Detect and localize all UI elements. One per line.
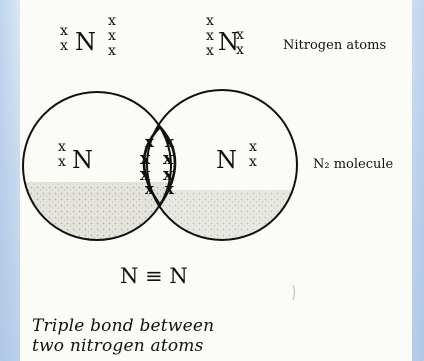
- atom-circle-left: [22, 91, 172, 241]
- shared-electron: x: [145, 180, 155, 198]
- electron: x: [108, 13, 116, 29]
- electron: x: [236, 27, 244, 43]
- shared-electron: x: [165, 133, 175, 151]
- shared-electron: x: [140, 149, 151, 169]
- shared-electron: x: [163, 149, 174, 169]
- triple-bond-formula: N ≡ N: [120, 264, 188, 288]
- shading-right: [147, 190, 297, 240]
- shared-electron: x: [145, 133, 155, 151]
- electron: x: [206, 13, 214, 29]
- electron: x: [236, 42, 244, 58]
- electron: x: [206, 28, 214, 44]
- nitrogen-atom-left: x x N x x x: [60, 13, 116, 59]
- electron: x: [206, 43, 214, 59]
- electron: x: [60, 38, 68, 54]
- atom-symbol: N: [218, 28, 239, 56]
- background-streak-left: [0, 0, 22, 361]
- atom-symbol: N: [75, 28, 96, 56]
- atom-circle-right: [146, 89, 298, 241]
- nitrogen-atom-right: x x x N x x: [206, 13, 244, 59]
- shared-electron: x: [165, 180, 175, 198]
- shared-electron: x: [140, 165, 151, 185]
- shared-electron-pairs: x x x x x x x x: [140, 133, 175, 198]
- electron: x: [58, 154, 66, 170]
- electron: x: [108, 43, 116, 59]
- electron: x: [60, 23, 68, 39]
- scan-mark: [292, 284, 295, 301]
- n2-molecule-label: N₂ molecule: [313, 157, 394, 172]
- atom-symbol: N: [72, 146, 93, 174]
- caption-line-1: Triple bond between: [32, 316, 215, 336]
- caption-line-2: two nitrogen atoms: [32, 336, 204, 356]
- overlap-outline: [142, 125, 177, 208]
- textbook-page: [20, 0, 412, 361]
- nitrogen-atoms-label: Nitrogen atoms: [283, 38, 386, 53]
- electron: x: [249, 154, 257, 170]
- electron: x: [108, 28, 116, 44]
- electron: x: [58, 139, 66, 155]
- atom-symbol: N: [216, 146, 237, 174]
- shared-electron: x: [163, 165, 174, 185]
- electron: x: [249, 139, 257, 155]
- molecule-right-atom: N x x: [216, 139, 257, 174]
- molecule-left-atom: x x N: [58, 139, 93, 174]
